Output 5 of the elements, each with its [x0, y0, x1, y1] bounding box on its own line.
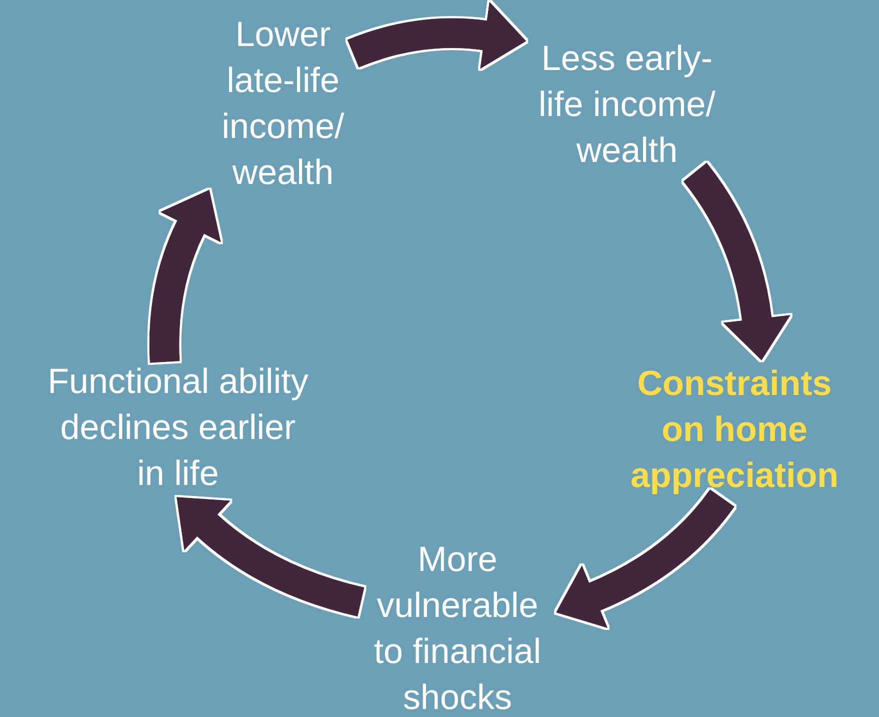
node-text: More vulnerable to financial shocks	[372, 538, 542, 717]
highlighted-node-text: Constraints on home appreciation	[629, 363, 840, 497]
node-text: Lower late-life income/ wealth	[220, 14, 346, 194]
node-text: Less early-life income/ wealth	[537, 38, 717, 172]
node-text: Functional ability declines earlier in life	[46, 361, 310, 495]
